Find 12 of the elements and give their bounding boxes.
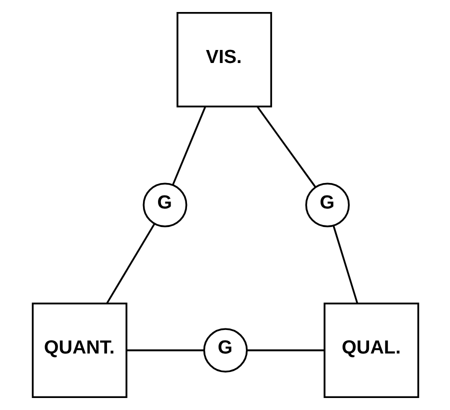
node-box: QUAL.: [323, 302, 419, 398]
node-circle: G: [304, 182, 350, 228]
node-circle: G: [142, 182, 187, 228]
connector: [332, 226, 358, 304]
connector: [256, 106, 316, 188]
node-box: QUANT.: [31, 302, 127, 398]
node-box: VIS.: [176, 12, 272, 108]
connector: [172, 106, 206, 186]
connector: [126, 349, 204, 352]
connector: [246, 349, 324, 352]
node-circle: G: [202, 328, 248, 373]
connector: [106, 223, 155, 304]
